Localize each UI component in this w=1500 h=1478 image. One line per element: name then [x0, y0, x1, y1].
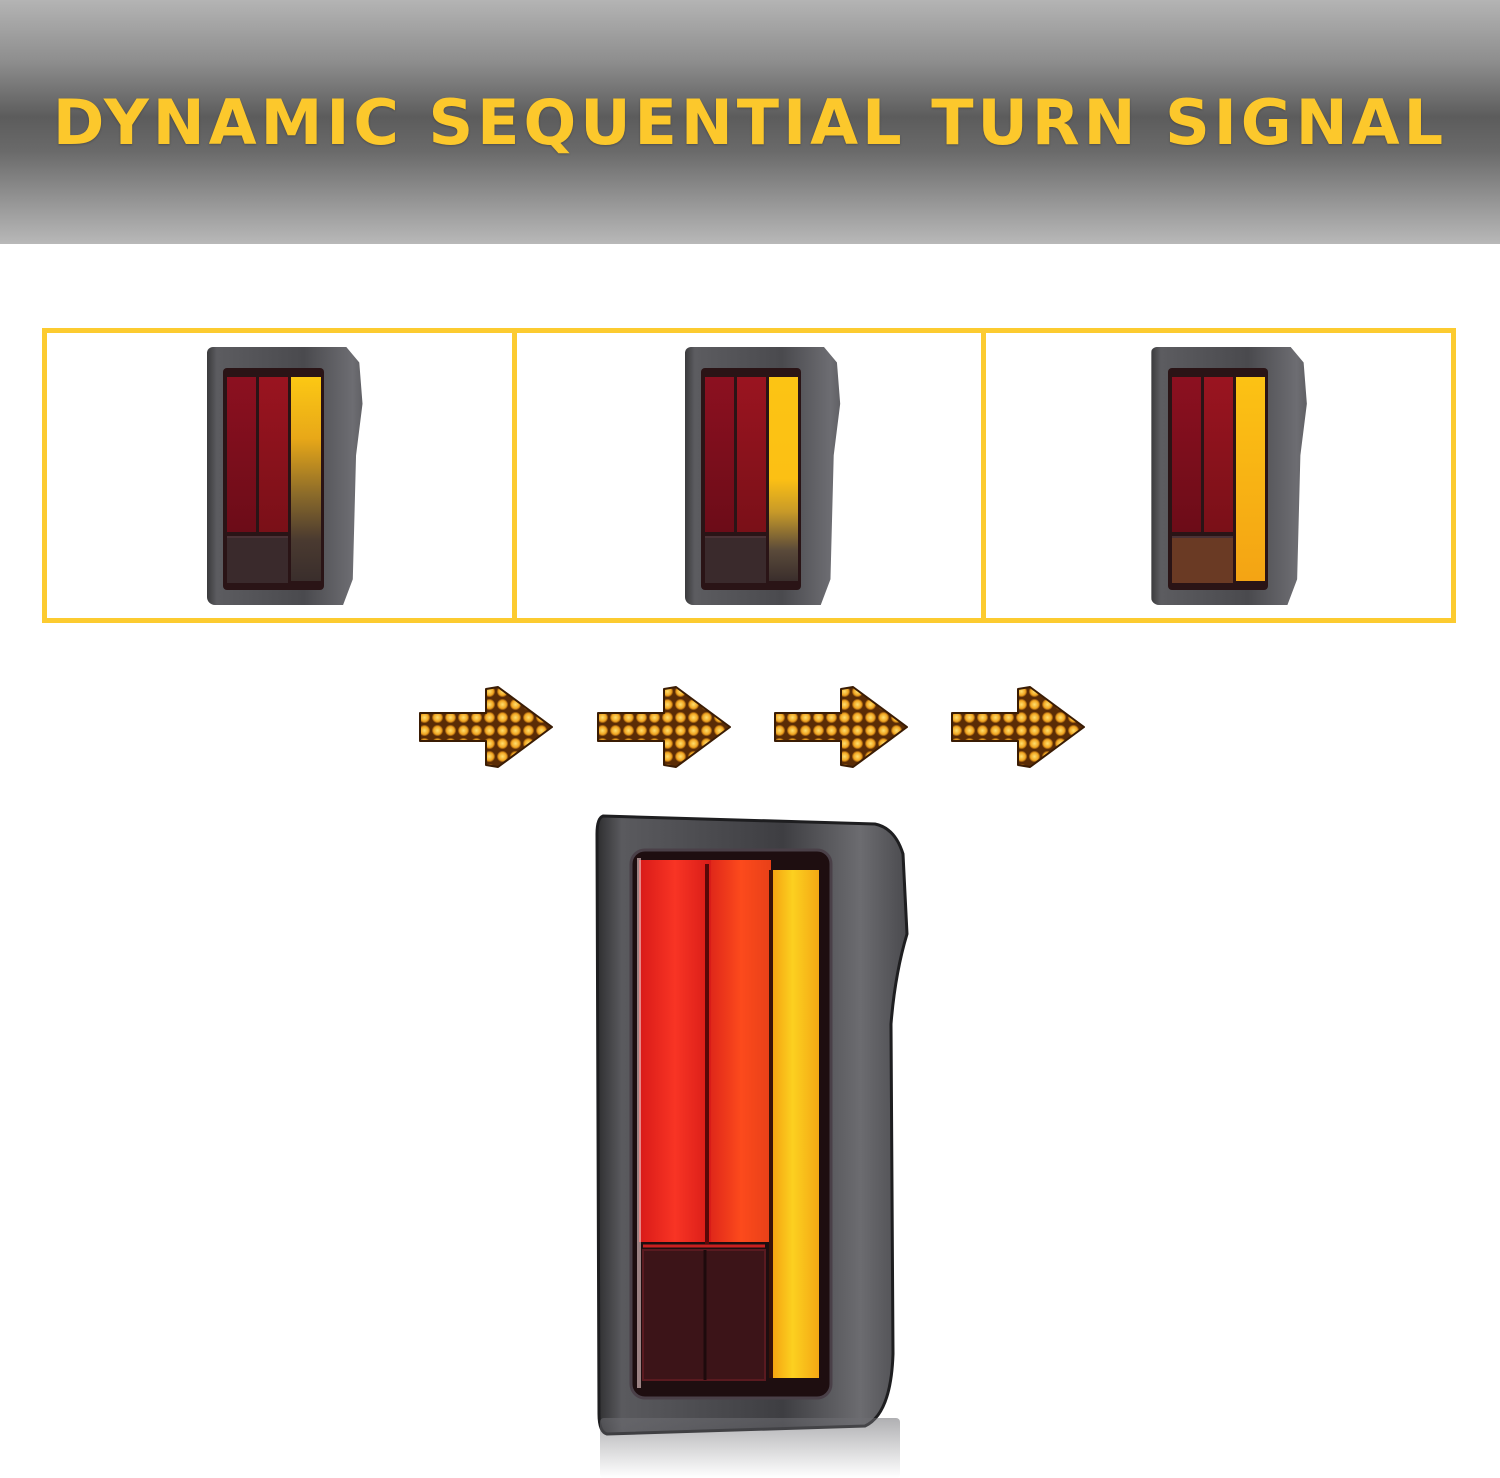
tail-light-image — [207, 347, 369, 605]
tail-light-image — [684, 347, 847, 605]
sequence-panel-2 — [511, 333, 982, 618]
led-arrow-right-icon — [774, 686, 908, 768]
sequence-panel-3 — [981, 333, 1452, 618]
product-tail-light-image — [595, 814, 909, 1436]
tail-light-image — [1151, 347, 1313, 605]
sequence-arrows — [0, 685, 1500, 775]
led-arrow-right-icon — [419, 686, 553, 768]
sequence-panel-1 — [47, 333, 512, 618]
title-banner: DYNAMIC SEQUENTIAL TURN SIGNAL — [0, 0, 1500, 244]
product-reflection — [600, 1418, 900, 1478]
led-arrow-right-icon — [951, 686, 1085, 768]
sequence-panels — [42, 328, 1456, 623]
led-arrow-right-icon — [597, 686, 731, 768]
banner-title: DYNAMIC SEQUENTIAL TURN SIGNAL — [52, 85, 1448, 159]
